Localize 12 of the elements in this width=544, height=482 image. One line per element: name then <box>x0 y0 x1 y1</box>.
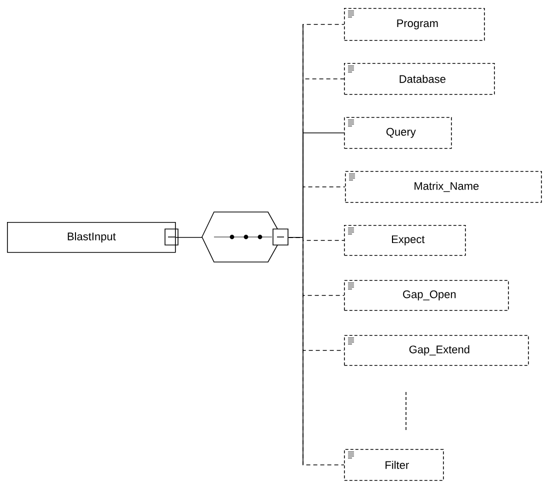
element-box: Matrix_Name <box>345 171 542 203</box>
element-box: Database <box>344 63 495 95</box>
element-box: Filter <box>344 449 444 481</box>
sequence-symbol <box>202 212 288 262</box>
element-box: BlastInput <box>7 222 178 253</box>
element-box: Gap_Open <box>344 280 509 311</box>
element-box: Gap_Extend <box>344 335 529 366</box>
connector-line <box>175 237 202 238</box>
element-box: Query <box>344 117 452 149</box>
element-box: Expect <box>344 225 466 256</box>
element-box: Program <box>344 8 485 41</box>
connector-line <box>288 237 344 466</box>
